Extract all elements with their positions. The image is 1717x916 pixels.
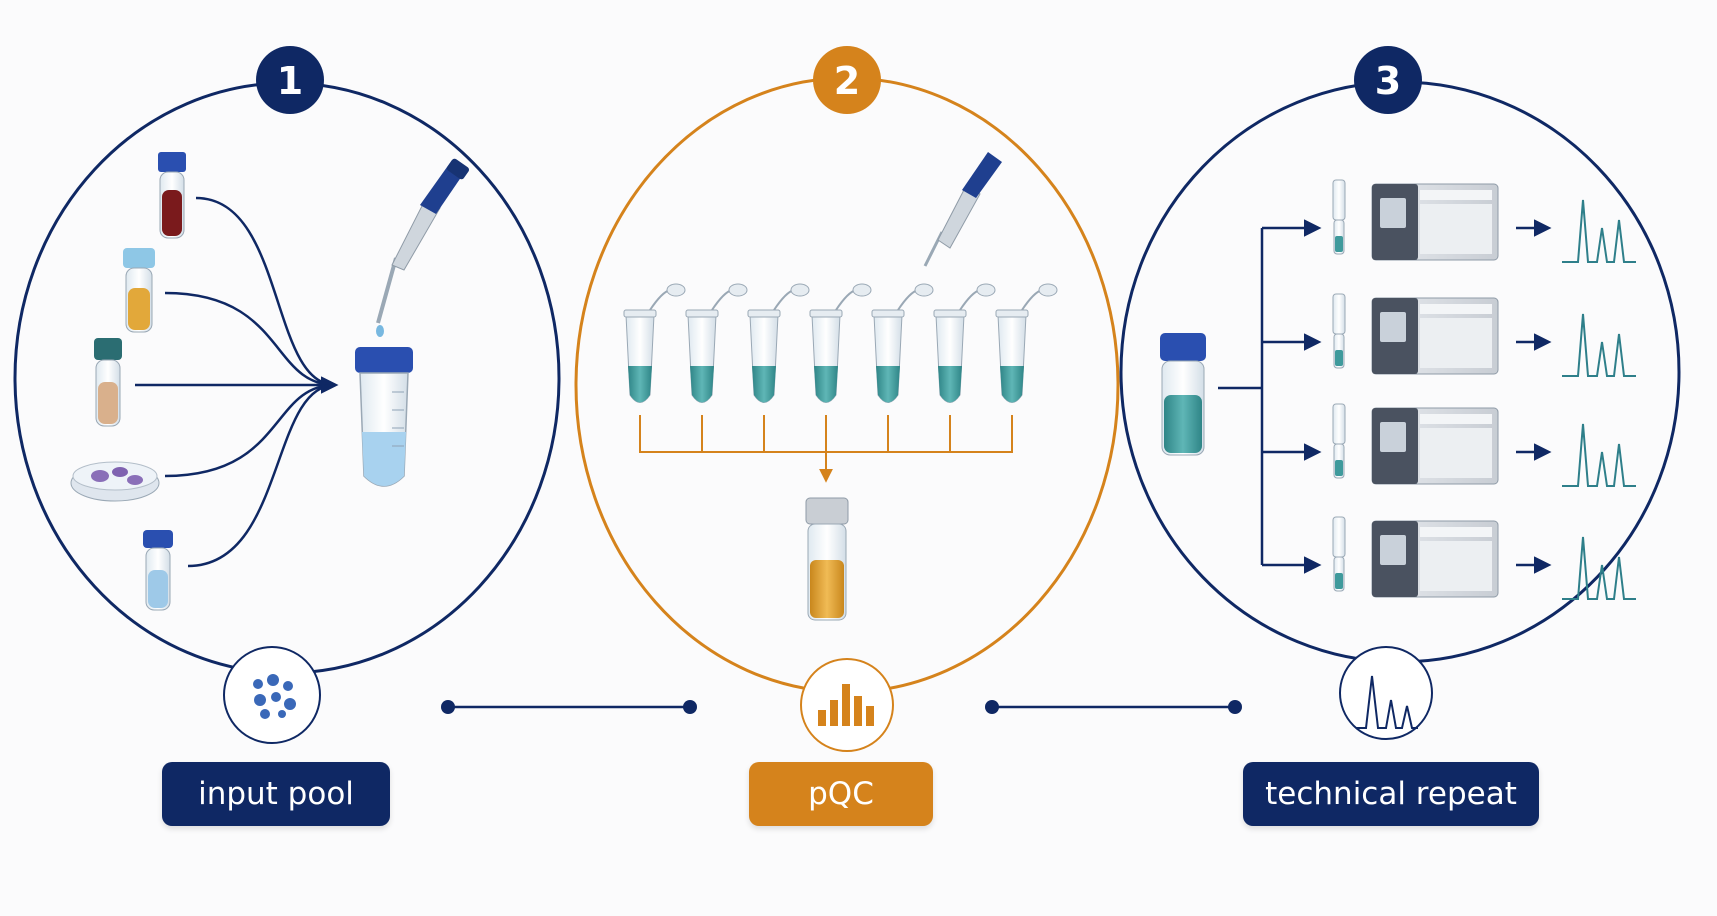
pipette-icon: [923, 152, 1002, 267]
replicate-row: [1332, 403, 1636, 487]
replicate-arrows: [1218, 219, 1322, 574]
step-2-label: pQC: [749, 762, 933, 826]
microtube-icon: [995, 283, 1058, 403]
pipette-icon: [376, 158, 470, 337]
microtube-icon: [933, 283, 996, 403]
step-1-panel: 1: [13, 46, 561, 744]
microtube-icon: [747, 283, 810, 403]
connector-1-2: [441, 700, 697, 714]
petri-dish-icon: [70, 461, 160, 502]
chromatogram-icon: [1562, 536, 1636, 600]
pooling-arrows: [135, 196, 339, 568]
step-3-number: 3: [1375, 59, 1401, 103]
blue-tube-icon: [143, 530, 173, 611]
microtube-icon: [623, 283, 686, 403]
mass-spectrometer-icon: [1371, 297, 1499, 375]
mass-spectrometer-icon: [1371, 183, 1499, 261]
blood-tube-icon: [158, 152, 186, 239]
mass-spectrometer-icon: [1371, 407, 1499, 485]
replicate-row: [1332, 516, 1636, 600]
combine-bracket: [639, 415, 1013, 483]
step-2-icon-badge: [800, 658, 894, 752]
chromatogram-icon: [1356, 675, 1418, 729]
bar-chart-icon: [818, 684, 874, 726]
step-2-number: 2: [834, 59, 860, 103]
step-2-number-badge: 2: [813, 46, 881, 114]
cells-icon: [253, 674, 296, 719]
microtube-icon: [685, 283, 748, 403]
yellow-tube-icon: [123, 248, 155, 333]
chromatogram-icon: [1562, 423, 1636, 487]
lc-column-icon: [1332, 179, 1346, 255]
step-1-number: 1: [277, 59, 303, 103]
sample-vial-icon: [1160, 333, 1206, 456]
step-1-number-badge: 1: [256, 46, 324, 114]
step-3-label: technical repeat: [1243, 762, 1539, 826]
qc-vial-icon: [805, 497, 849, 621]
microtube-icon: [809, 283, 872, 403]
microtube-icon: [871, 283, 934, 403]
step-3-panel: 3: [1119, 46, 1681, 740]
replicate-row: [1332, 179, 1636, 263]
step-2-panel: 2: [574, 46, 1120, 752]
step-3-icon-badge: [1339, 646, 1433, 740]
step-1-label: input pool: [162, 762, 390, 826]
mass-spectrometer-icon: [1371, 520, 1499, 598]
step-1-icon-badge: [223, 646, 321, 744]
lc-column-icon: [1332, 293, 1346, 369]
microtube-row: [623, 283, 1058, 403]
connector-2-3: [985, 700, 1242, 714]
lc-column-icon: [1332, 403, 1346, 479]
pooled-tube-icon: [355, 347, 413, 487]
step-2-boundary: [574, 76, 1120, 694]
lc-column-icon: [1332, 516, 1346, 592]
chromatogram-icon: [1562, 199, 1636, 263]
chromatogram-icon: [1562, 313, 1636, 377]
replicate-row: [1332, 293, 1636, 377]
step-3-number-badge: 3: [1354, 46, 1422, 114]
cell-tube-icon: [94, 338, 122, 427]
